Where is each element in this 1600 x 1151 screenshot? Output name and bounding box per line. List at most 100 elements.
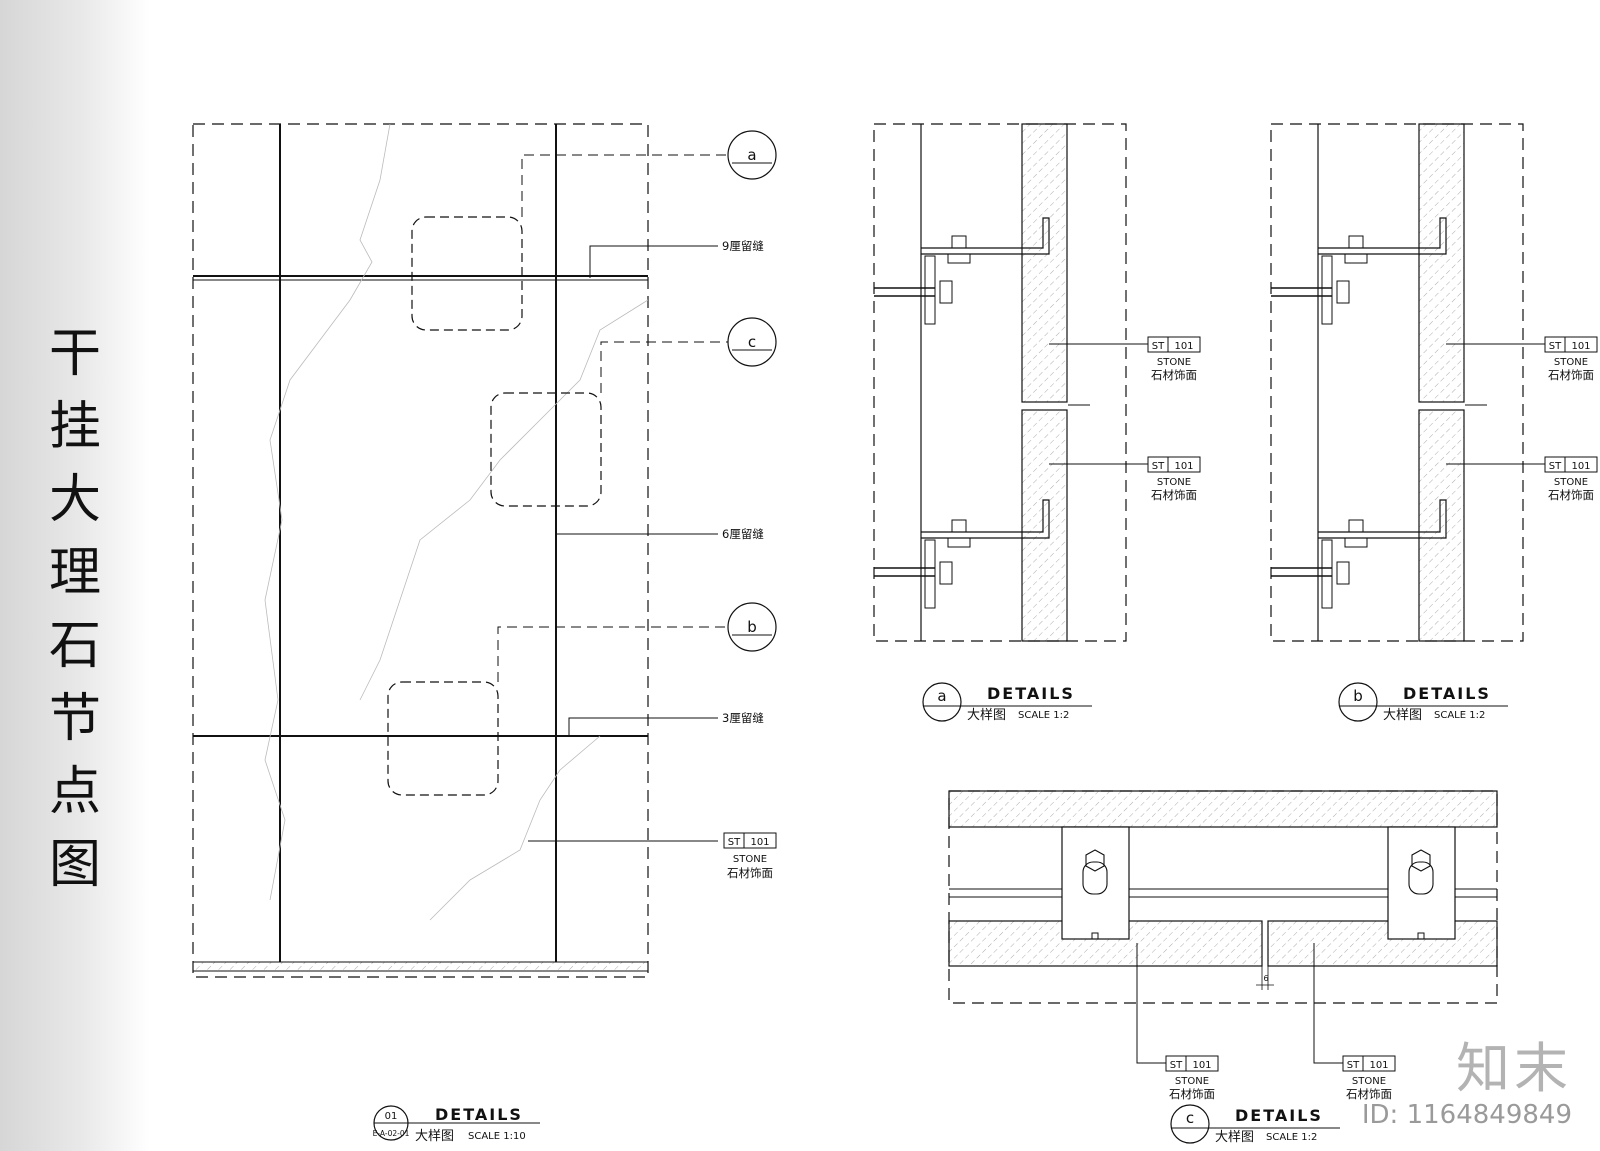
stone-panel	[1267, 920, 1498, 967]
dimension-label: 6	[1263, 974, 1268, 983]
stone-tag-box	[1544, 456, 1598, 473]
detail-heading: DETAILS	[435, 1105, 523, 1124]
stone-tag-number: 101	[1174, 341, 1193, 352]
section-detail-b	[1270, 123, 1598, 642]
angle-bracket	[1318, 217, 1447, 255]
stone-tag-code: ST	[728, 837, 741, 848]
base-plate	[1321, 255, 1333, 325]
stone-tag-number: 101	[750, 837, 769, 848]
callout-circle-b	[727, 602, 777, 652]
callout-letter: a	[937, 687, 946, 705]
elevation-title-block: 01 E-A-02-01 DETAILS 大样图 SCALE 1:10	[373, 1105, 540, 1144]
stone-tag-name-cn: 石材饰面	[1151, 488, 1197, 502]
stone-tag-name-cn: 石材饰面	[1151, 368, 1197, 382]
scale-text: SCALE 1:2	[1018, 710, 1069, 721]
detail-c-title-block: c DETAILS 大样图 SCALE 1:2	[1170, 1104, 1340, 1145]
stone-tag-number: 101	[1571, 461, 1590, 472]
callout-circle-c	[727, 317, 777, 367]
slotted-hole	[1408, 861, 1434, 895]
base-plate	[924, 539, 936, 609]
stone-tag-name-en: STONE	[1554, 477, 1588, 488]
stone-tag-number: 101	[1174, 461, 1193, 472]
callout-box-a	[411, 216, 523, 331]
callout-box-c	[490, 392, 602, 507]
stone-panel	[1021, 409, 1068, 642]
stone-tag-code: ST	[1170, 1060, 1183, 1071]
ref-number: 01	[385, 1111, 398, 1122]
stone-tag-code: ST	[1549, 461, 1562, 472]
stone-tag-name-en: STONE	[1157, 477, 1191, 488]
stone-tag-box	[723, 832, 777, 849]
slotted-hole	[1082, 861, 1108, 895]
detail-cn: 大样图	[415, 1129, 454, 1144]
stone-panel	[1021, 123, 1068, 403]
stone-tag-name-en: STONE	[1352, 1076, 1386, 1087]
stone-tag-box	[1544, 336, 1598, 353]
stone-tag-name-cn: 石材饰面	[1169, 1087, 1215, 1101]
stone-tag-box	[1342, 1055, 1396, 1072]
callout-letter: c	[748, 333, 756, 351]
stone-tag-box	[1147, 336, 1201, 353]
callout-letter: a	[747, 146, 756, 164]
detail-cn: 大样图	[1383, 708, 1422, 723]
stone-tag-name-en: STONE	[1554, 357, 1588, 368]
marble-vein	[359, 299, 649, 701]
stone-panel	[1418, 123, 1465, 403]
stone-tag-box	[1147, 456, 1201, 473]
stone-tag-name-cn: 石材饰面	[727, 866, 773, 880]
callout-box-b	[387, 681, 499, 796]
gap-label: 3厘留缝	[722, 711, 764, 725]
detail-heading: DETAILS	[987, 684, 1075, 703]
gap-label: 9厘留缝	[722, 239, 764, 253]
stone-tag-code: ST	[1347, 1060, 1360, 1071]
stone-tag-box	[1165, 1055, 1219, 1072]
callout-letter: b	[1353, 687, 1363, 705]
angle-bracket	[921, 499, 1050, 539]
watermark-id: ID: 1164849849	[1361, 1100, 1572, 1130]
scale-text: SCALE 1:2	[1434, 710, 1485, 721]
marble-vein	[264, 123, 391, 901]
angle-bracket	[921, 217, 1050, 255]
detail-heading: DETAILS	[1235, 1106, 1323, 1125]
base-plate	[1321, 539, 1333, 609]
bracket-plate	[1387, 826, 1456, 940]
plan-detail-c	[948, 790, 1498, 1072]
gap-label: 6厘留缝	[722, 527, 764, 541]
section-detail-a	[873, 123, 1201, 642]
base-plate	[924, 255, 936, 325]
floor-base	[192, 961, 649, 972]
bracket-plate	[1061, 826, 1130, 940]
detail-heading: DETAILS	[1403, 684, 1491, 703]
stone-panel	[1418, 409, 1465, 642]
bolt-head	[1411, 849, 1431, 872]
elevation-view	[192, 123, 777, 978]
callout-letter: b	[747, 618, 757, 636]
detail-b-title-block: b DETAILS 大样图 SCALE 1:2	[1338, 682, 1508, 723]
callout-letter: c	[1186, 1109, 1194, 1127]
stone-tag-code: ST	[1549, 341, 1562, 352]
scale-text: SCALE 1:10	[468, 1131, 526, 1142]
title-sidebar	[0, 0, 150, 1151]
stone-tag-name-cn: 石材饰面	[1346, 1087, 1392, 1101]
watermark: 知末 ID: 1164849849	[1362, 1039, 1572, 1131]
bolt-head	[1085, 849, 1105, 872]
page-title: 干挂大理石节点图	[48, 324, 101, 895]
marble-vein	[429, 735, 601, 921]
stone-tag-name-en: STONE	[1175, 1076, 1209, 1087]
detail-cn: 大样图	[1215, 1130, 1254, 1145]
stone-tag-code: ST	[1152, 461, 1165, 472]
callout-circle-a	[727, 130, 777, 180]
stone-tag-name-cn: 石材饰面	[1548, 368, 1594, 382]
stone-tag-number: 101	[1369, 1060, 1388, 1071]
stone-tag-number: 101	[1571, 341, 1590, 352]
stone-tag-number: 101	[1192, 1060, 1211, 1071]
scale-text: SCALE 1:2	[1266, 1132, 1317, 1143]
wall-section	[948, 790, 1498, 828]
angle-bracket	[1318, 499, 1447, 539]
detail-cn: 大样图	[967, 708, 1006, 723]
stone-tag-name-en: STONE	[1157, 357, 1191, 368]
stone-tag-name-en: STONE	[733, 854, 767, 865]
elevation-boundary	[192, 123, 649, 978]
